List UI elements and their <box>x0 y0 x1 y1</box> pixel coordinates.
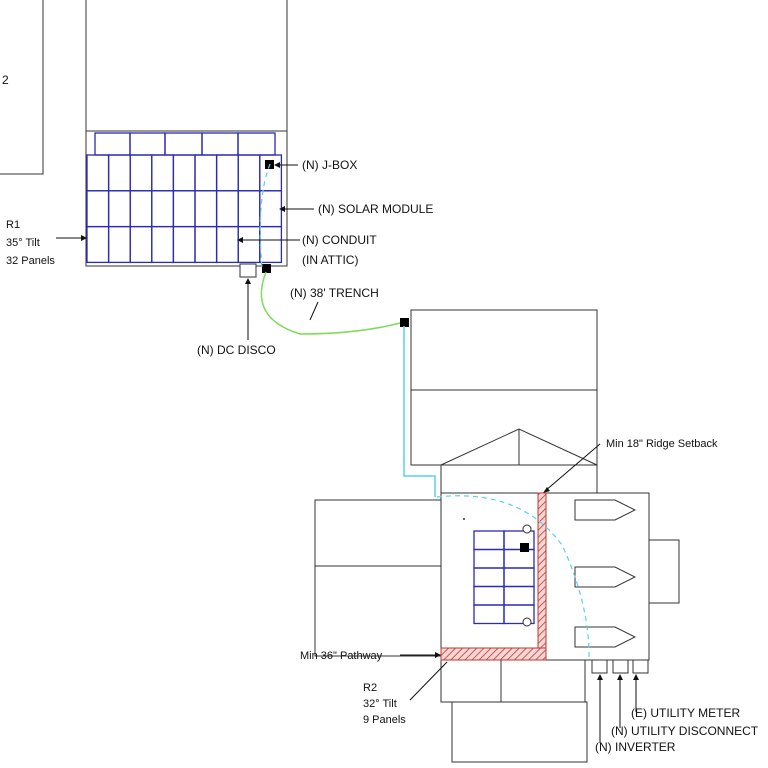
label-r2-tilt: 32° Tilt <box>363 698 397 710</box>
roof-vents <box>574 499 637 648</box>
label-ridge-setback: Min 18" Ridge Setback <box>606 438 718 450</box>
label-r1-panels: 32 Panels <box>6 255 55 267</box>
leader-lines <box>56 162 639 743</box>
label-conduit: (N) CONDUIT <box>302 233 377 247</box>
service-equipment <box>591 659 649 674</box>
label-jbox: (N) J-BOX <box>302 158 357 172</box>
conduit-house-run <box>403 326 436 497</box>
conduit-box-r1 <box>262 264 271 273</box>
r1-solar-array <box>86 154 283 264</box>
label-dc-disco: (N) DC DISCO <box>197 343 276 357</box>
label-utility-meter: (E) UTILITY METER <box>631 706 740 720</box>
roof-dot <box>463 518 465 520</box>
label-solar-module: (N) SOLAR MODULE <box>318 202 433 216</box>
trench-line <box>260 271 405 335</box>
label-pathway: Min 36" Pathway <box>300 650 383 662</box>
dc-disco-box <box>239 263 257 278</box>
roof-penetration-bottom <box>522 617 532 627</box>
trench-box-house <box>400 318 409 327</box>
jbox-r2 <box>520 543 529 552</box>
label-conduit-attic: (IN ATTIC) <box>302 253 358 267</box>
pathway-setback <box>440 647 547 661</box>
page-number-fragment: 2 <box>2 73 9 87</box>
label-r2-panels: 9 Panels <box>363 714 406 726</box>
label-r1-name: R1 <box>6 219 20 231</box>
roof-penetration-top <box>522 524 532 534</box>
label-inverter: (N) INVERTER <box>595 740 676 754</box>
label-trench: (N) 38' TRENCH <box>290 286 379 300</box>
solar-panel <box>259 225 283 264</box>
label-r1-tilt: 35° Tilt <box>6 237 40 249</box>
label-r2-name: R2 <box>363 682 377 694</box>
ridge-setback <box>537 492 547 661</box>
r2-solar-array <box>473 530 535 625</box>
legend-box <box>0 0 44 175</box>
label-utility-disconnect: (N) UTILITY DISCONNECT <box>611 724 759 738</box>
solar-panel <box>503 604 535 625</box>
conduit-attic-run <box>259 163 271 269</box>
house-outline <box>314 309 680 763</box>
